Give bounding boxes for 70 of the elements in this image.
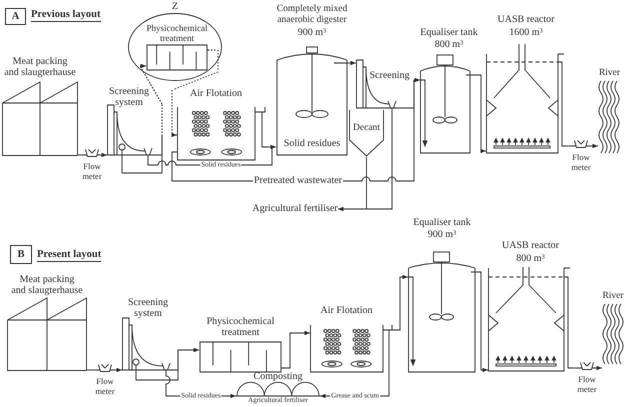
- flow-arrow: [476, 272, 488, 372]
- unit-label: Meat packing and slaugterhause: [4, 56, 76, 78]
- volume-label: 1600 m$^{3}$: [509, 26, 543, 40]
- section-title: Previous layout: [31, 9, 101, 22]
- unit-label: Composting: [254, 371, 302, 382]
- unit-label: Flow meter: [95, 376, 115, 396]
- slaughterhouse-building: [2, 56, 78, 156]
- flow-arrow: [590, 144, 598, 148]
- unit-label: Meat packing and slaugterhause: [11, 274, 83, 296]
- unit-label: Physicochemical treatment: [206, 316, 276, 338]
- flow-arrow: [114, 368, 122, 372]
- volume-label: 800 m$^{3}$: [516, 252, 545, 266]
- panel-letter-box: [5, 8, 26, 25]
- unit-label: Equaliser tank: [420, 27, 478, 38]
- treatment-tank: [199, 316, 282, 373]
- flow-arrow: [338, 108, 392, 212]
- pipe-line: [78, 154, 82, 156]
- air-flotation-tank: [177, 88, 268, 161]
- view-letter: Z: [172, 1, 178, 12]
- flow-arrow: [596, 366, 602, 370]
- air-flotation-tank: [310, 305, 395, 373]
- unit-label: Screening system: [108, 86, 150, 108]
- panel-letter-box: [10, 245, 32, 264]
- volume-label: 900 m$^{3}$: [428, 228, 456, 242]
- flow-arrow: [394, 274, 408, 330]
- unit-label: Air Flotation: [320, 305, 372, 316]
- flow-arrow: [102, 152, 108, 158]
- equaliser-tank: [408, 217, 476, 373]
- unit-label: Equaliser tank: [413, 217, 471, 228]
- flow-arrow: [122, 64, 162, 174]
- screening-unit: [107, 86, 154, 158]
- edge-label: Pretreated wastewater: [253, 176, 343, 186]
- uasb-reactor: [488, 240, 573, 373]
- screening-unit: [122, 297, 174, 372]
- unit-label: Air Flotation: [190, 88, 242, 99]
- magnified-view: [128, 1, 222, 81]
- destination-label: Agricultural fertiliser: [252, 203, 338, 215]
- unit-label: Screening system: [127, 297, 169, 319]
- unit-label: UASB reactor: [502, 240, 559, 251]
- flow-arrow: [172, 50, 218, 138]
- uasb-reactor: [486, 14, 566, 155]
- flow-arrow: [136, 348, 200, 380]
- unit-label: Flow meter: [577, 374, 597, 394]
- flow-arrow: [268, 144, 276, 150]
- flow-arrow: [348, 60, 356, 66]
- unit-label: Flow meter: [82, 161, 102, 181]
- flow-arrow: [282, 330, 310, 368]
- unit-label: Screening: [370, 70, 410, 81]
- volume-label: 800 m$^{3}$: [434, 38, 464, 52]
- screening-unit: [356, 58, 410, 109]
- decant-cone: [349, 110, 384, 157]
- volume-label: 900 m$^{3}$: [298, 26, 326, 40]
- compost-piles: [236, 371, 320, 405]
- inner-label: Solid residues: [284, 138, 340, 150]
- inner-label: Decant: [353, 123, 380, 134]
- panel-letter: A: [12, 10, 20, 22]
- section-title: Present layout: [37, 249, 102, 262]
- unit-label: River: [602, 291, 624, 302]
- unit-label: River: [598, 68, 620, 79]
- flow-arrow: [478, 74, 486, 154]
- unit-label: Flow meter: [571, 152, 591, 172]
- equaliser-tank: [420, 27, 478, 155]
- digester-tank: [276, 4, 348, 157]
- panel-letter: B: [18, 248, 24, 260]
- unit-label: Completely mixed anaerobic digester: [276, 4, 348, 25]
- unit-label: UASB reactor: [498, 14, 554, 25]
- unit-label: Physicochemical treatment: [146, 23, 208, 43]
- flow-arrow: [410, 78, 420, 108]
- slaughterhouse-building: [7, 274, 87, 371]
- treatment-tank: [146, 23, 208, 71]
